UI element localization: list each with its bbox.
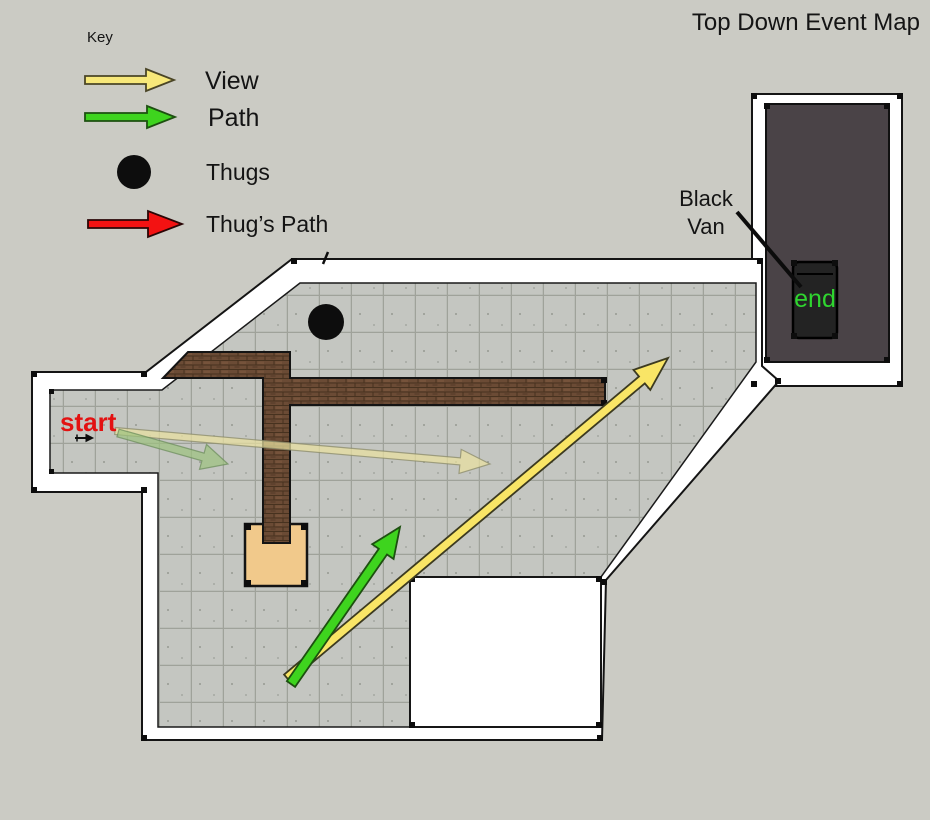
page-title: Top Down Event Map xyxy=(692,9,920,36)
brick-wall xyxy=(160,351,606,544)
white-room xyxy=(409,576,602,728)
path-arrow-icon xyxy=(84,104,178,130)
legend-item-view: View xyxy=(84,67,260,95)
legend-thugs-label: Thugs xyxy=(206,159,270,185)
legend-view-label: View xyxy=(205,67,260,95)
door-tick-mark xyxy=(321,251,330,265)
legend-path-label: Path xyxy=(208,104,259,132)
black-van: end xyxy=(791,260,839,340)
path-arrow xyxy=(285,525,402,689)
end-label: end xyxy=(794,285,836,313)
view-arrow xyxy=(282,356,670,683)
legend-thugs-path-label: Thug’s Path xyxy=(206,211,328,237)
start-marker xyxy=(75,433,95,443)
black-van-label: Black Van xyxy=(679,186,734,239)
legend: Key View Path Thugs Thug’s Path xyxy=(84,29,328,239)
thug-circle-icon xyxy=(117,155,151,189)
start-label: start xyxy=(60,407,117,437)
corner-marks xyxy=(31,93,903,741)
van-pointer-line xyxy=(735,210,803,289)
black-van-label-line2: Van xyxy=(687,214,725,239)
faded-path-arrow xyxy=(116,428,230,471)
legend-item-thugs: Thugs xyxy=(117,155,270,189)
faded-view-arrow xyxy=(114,426,492,475)
legend-item-path: Path xyxy=(84,104,259,132)
legend-heading: Key xyxy=(87,29,113,46)
black-van-label-line1: Black xyxy=(679,186,734,211)
thug-marker xyxy=(308,304,344,340)
view-arrow-icon xyxy=(84,67,177,93)
thug-path-arrow-icon xyxy=(87,209,185,239)
legend-item-thugs-path: Thug’s Path xyxy=(87,209,328,239)
